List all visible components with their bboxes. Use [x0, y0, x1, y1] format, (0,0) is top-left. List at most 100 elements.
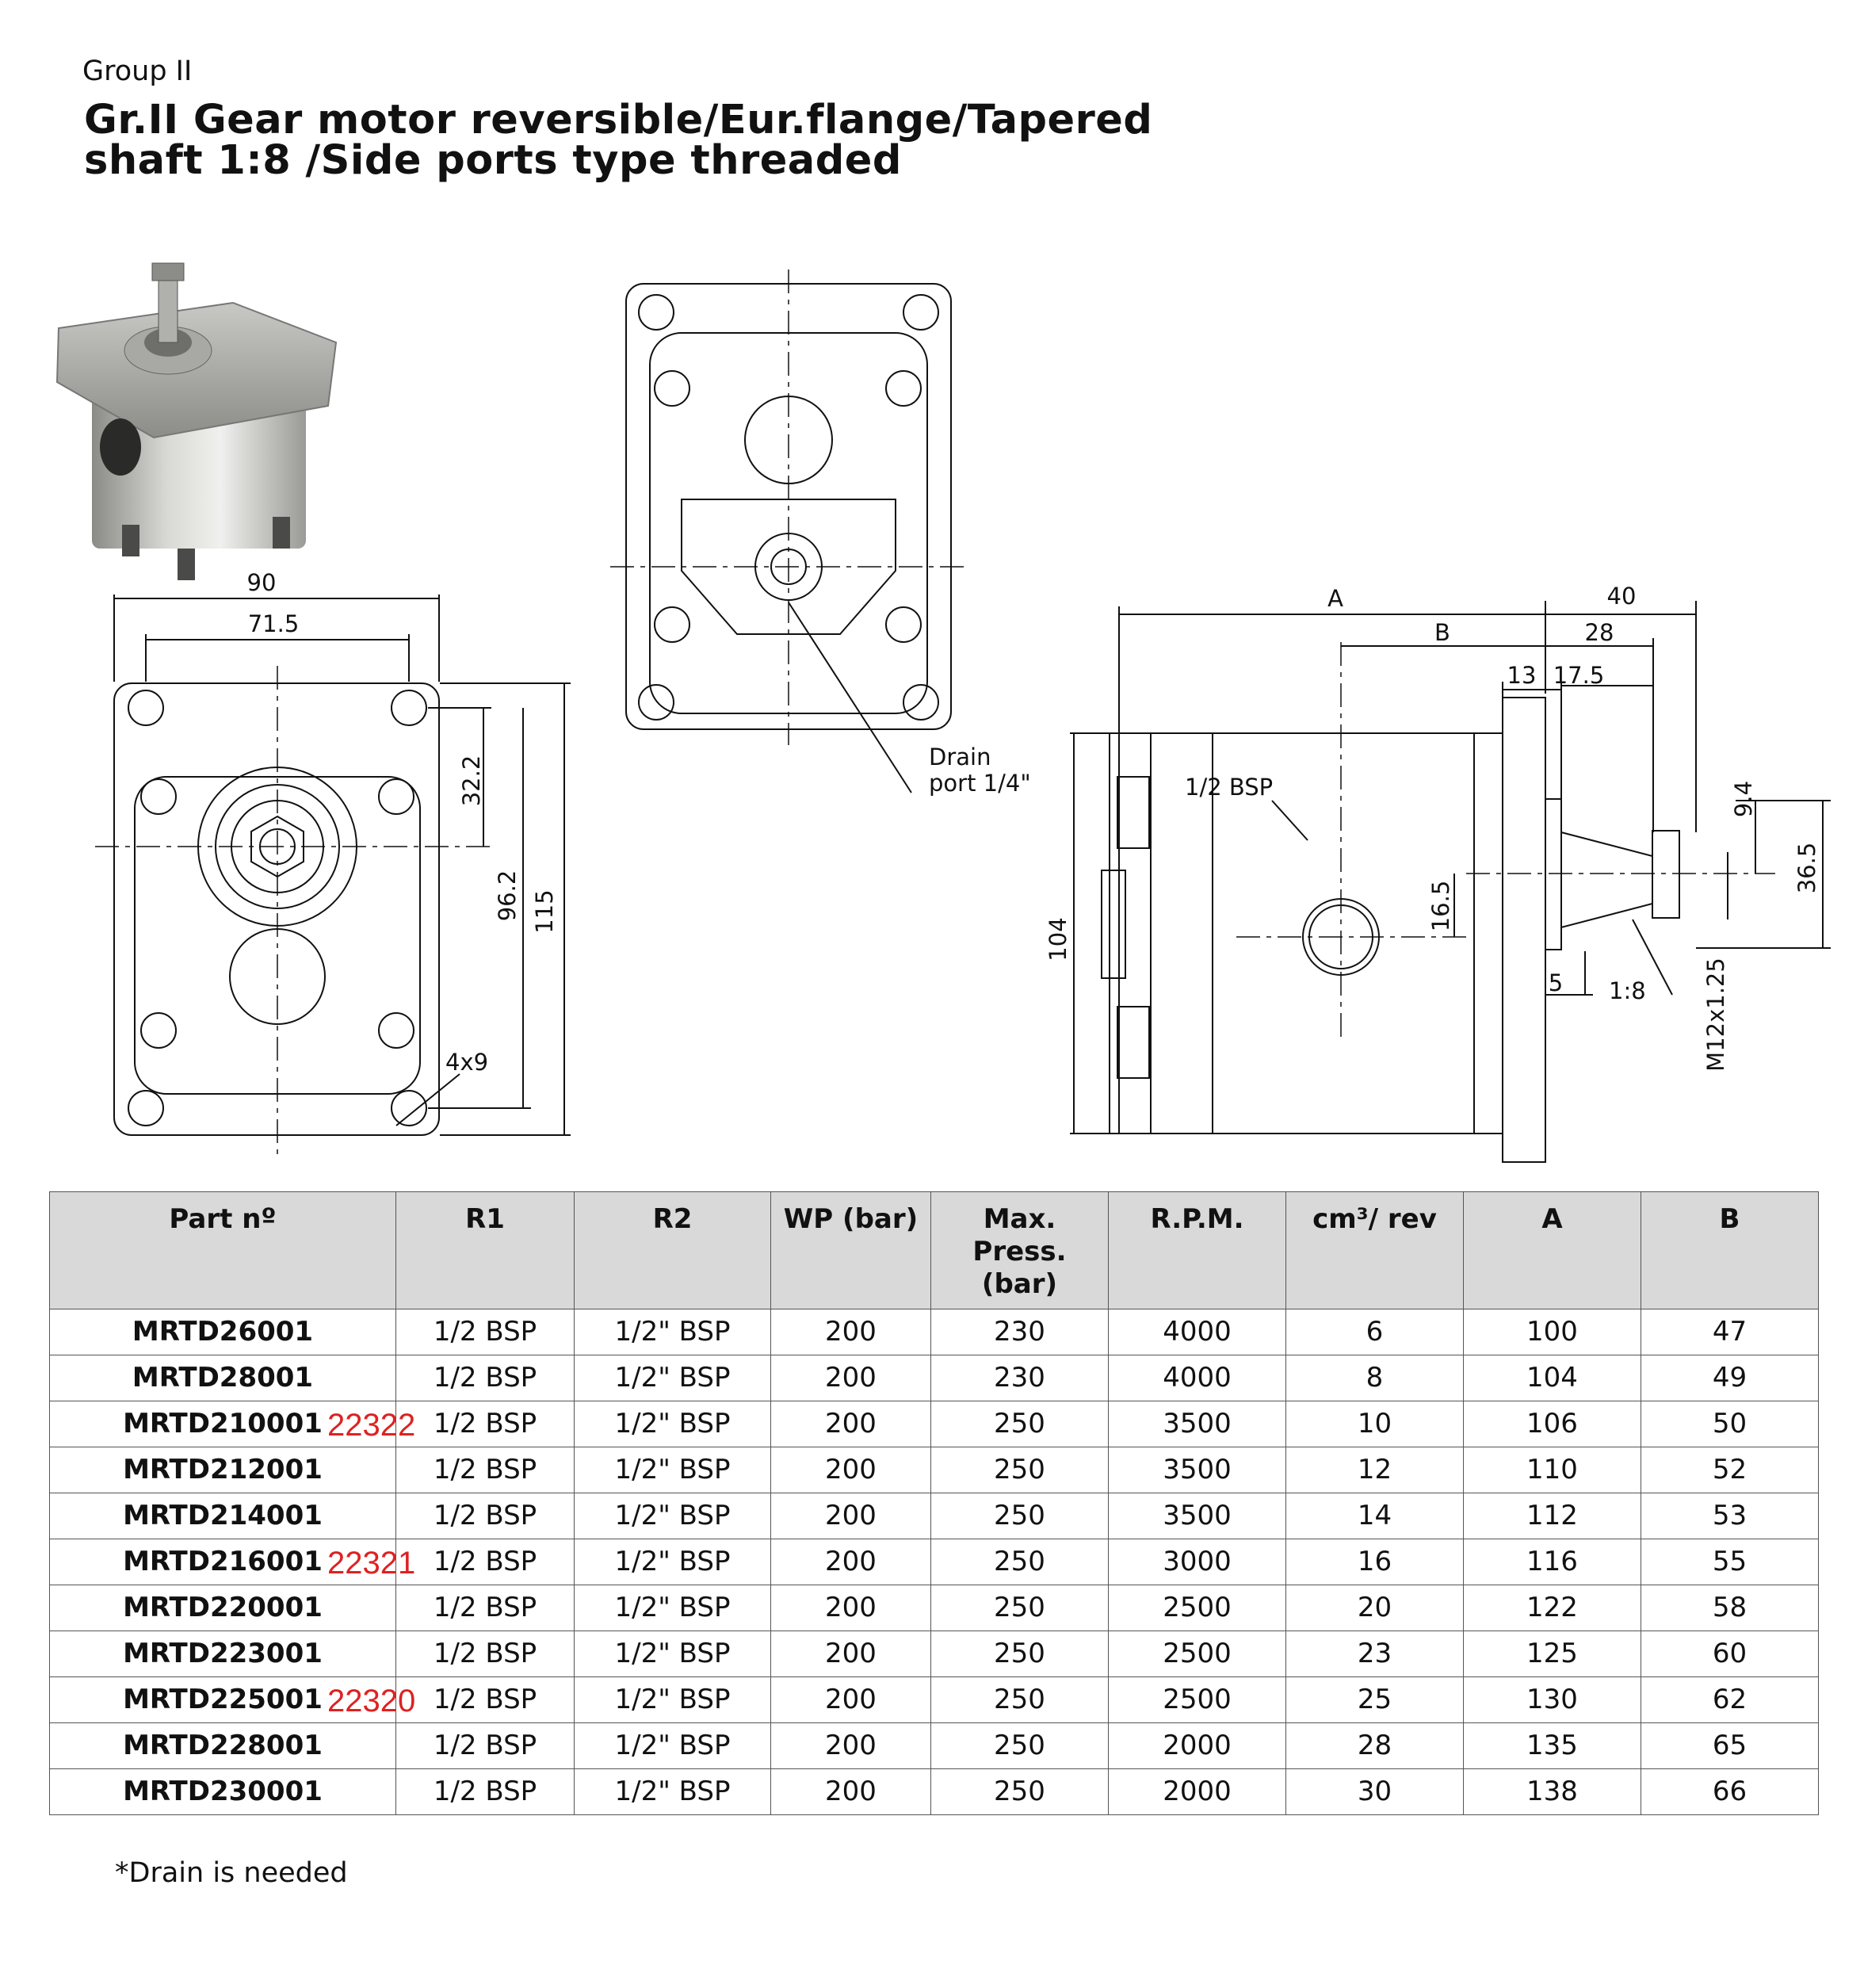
cell-max: 250 — [930, 1447, 1109, 1493]
cell-rpm: 2000 — [1108, 1722, 1286, 1769]
cell-rpm: 3500 — [1108, 1401, 1286, 1447]
cell-r1: 1/2 BSP — [395, 1539, 575, 1585]
cell-rpm: 3500 — [1108, 1493, 1286, 1539]
dim-17-5: 17.5 — [1553, 662, 1605, 689]
cell-r1: 1/2 BSP — [395, 1585, 575, 1631]
cell-b: 60 — [1641, 1631, 1819, 1677]
cell-r1: 1/2 BSP — [395, 1768, 575, 1815]
cell-wp: 200 — [770, 1309, 931, 1355]
col-header-a: A — [1463, 1191, 1641, 1309]
cell-a: 104 — [1463, 1355, 1641, 1401]
cell-cm3: 25 — [1285, 1676, 1464, 1723]
cell-cm3: 20 — [1285, 1585, 1464, 1631]
dim-90: 90 — [247, 569, 277, 596]
spec-table: Part nº R1 R2 WP (bar) Max. Press. (bar)… — [49, 1191, 1819, 1815]
col-header-r2: R2 — [574, 1191, 771, 1309]
cell-r1: 1/2 BSP — [395, 1722, 575, 1769]
cell-max: 250 — [930, 1768, 1109, 1815]
cell-b: 58 — [1641, 1585, 1819, 1631]
part-number: MRTD220001 — [123, 1592, 323, 1623]
cell-r2: 1/2" BSP — [574, 1539, 771, 1585]
col-header-max-press: Max. Press. (bar) — [930, 1191, 1109, 1309]
cell-cm3: 6 — [1285, 1309, 1464, 1355]
cell-a: 116 — [1463, 1539, 1641, 1585]
cell-rpm: 2500 — [1108, 1676, 1286, 1723]
dim-96-2: 96.2 — [494, 870, 521, 922]
part-number: MRTD216001 — [123, 1546, 323, 1577]
cell-wp: 200 — [770, 1722, 931, 1769]
cell-r2: 1/2" BSP — [574, 1401, 771, 1447]
cell-r1: 1/2 BSP — [395, 1401, 575, 1447]
cell-r1: 1/2 BSP — [395, 1355, 575, 1401]
cell-r2: 1/2" BSP — [574, 1447, 771, 1493]
cell-cm3: 10 — [1285, 1401, 1464, 1447]
cell-a: 135 — [1463, 1722, 1641, 1769]
cell-b: 53 — [1641, 1493, 1819, 1539]
title-line-1: Gr.II Gear motor reversible/Eur.flange/T… — [84, 97, 1153, 143]
dim-4x9: 4x9 — [445, 1049, 488, 1076]
cell-r2: 1/2" BSP — [574, 1631, 771, 1677]
cell-b: 49 — [1641, 1355, 1819, 1401]
cell-max: 250 — [930, 1539, 1109, 1585]
group-label: Group II — [82, 55, 193, 87]
cell-wp: 200 — [770, 1676, 931, 1723]
part-cell: MRTD220001 — [49, 1585, 396, 1631]
dim-115: 115 — [531, 889, 558, 933]
cell-a: 138 — [1463, 1768, 1641, 1815]
cell-rpm: 2500 — [1108, 1631, 1286, 1677]
cell-wp: 200 — [770, 1493, 931, 1539]
cell-cm3: 8 — [1285, 1355, 1464, 1401]
cell-cm3: 28 — [1285, 1722, 1464, 1769]
table-header-row: Part nº R1 R2 WP (bar) Max. Press. (bar)… — [49, 1191, 1819, 1309]
cell-cm3: 23 — [1285, 1631, 1464, 1677]
cell-a: 106 — [1463, 1401, 1641, 1447]
dim-13: 13 — [1507, 662, 1537, 689]
col-header-max-line1: Max. — [983, 1203, 1056, 1235]
cell-rpm: 4000 — [1108, 1309, 1286, 1355]
part-cell: MRTD28001 — [49, 1355, 396, 1401]
part-number: MRTD230001 — [123, 1776, 323, 1807]
col-header-rpm: R.P.M. — [1108, 1191, 1286, 1309]
side-view — [1070, 601, 1831, 1163]
part-number: MRTD212001 — [123, 1454, 323, 1485]
title-line-2: shaft 1:8 /Side ports type threaded — [84, 137, 902, 184]
part-number: MRTD210001 — [123, 1408, 323, 1439]
cell-cm3: 30 — [1285, 1768, 1464, 1815]
cell-max: 250 — [930, 1722, 1109, 1769]
cell-b: 65 — [1641, 1722, 1819, 1769]
cell-wp: 200 — [770, 1447, 931, 1493]
handwritten-code: 22322 — [327, 1408, 416, 1443]
col-header-cm3: cm³/ rev — [1285, 1191, 1464, 1309]
cell-wp: 200 — [770, 1585, 931, 1631]
dim-16-5: 16.5 — [1427, 881, 1454, 932]
col-header-b: B — [1641, 1191, 1819, 1309]
part-number: MRTD26001 — [132, 1316, 314, 1348]
technical-drawing: 90 71.5 32.2 96.2 115 4x9 Drain port 1/4… — [95, 270, 1831, 1163]
cell-b: 62 — [1641, 1676, 1819, 1723]
cell-max: 250 — [930, 1401, 1109, 1447]
cell-a: 130 — [1463, 1676, 1641, 1723]
cell-wp: 200 — [770, 1768, 931, 1815]
cell-cm3: 12 — [1285, 1447, 1464, 1493]
drain-label-2: port 1/4" — [929, 770, 1031, 797]
part-cell: MRTD230001 — [49, 1768, 396, 1815]
footer-note: *Drain is needed — [115, 1857, 348, 1889]
cell-rpm: 3500 — [1108, 1447, 1286, 1493]
part-number: MRTD223001 — [123, 1638, 323, 1669]
cell-rpm: 4000 — [1108, 1355, 1286, 1401]
part-number: MRTD225001 — [123, 1684, 323, 1715]
cell-wp: 200 — [770, 1539, 931, 1585]
cell-a: 112 — [1463, 1493, 1641, 1539]
